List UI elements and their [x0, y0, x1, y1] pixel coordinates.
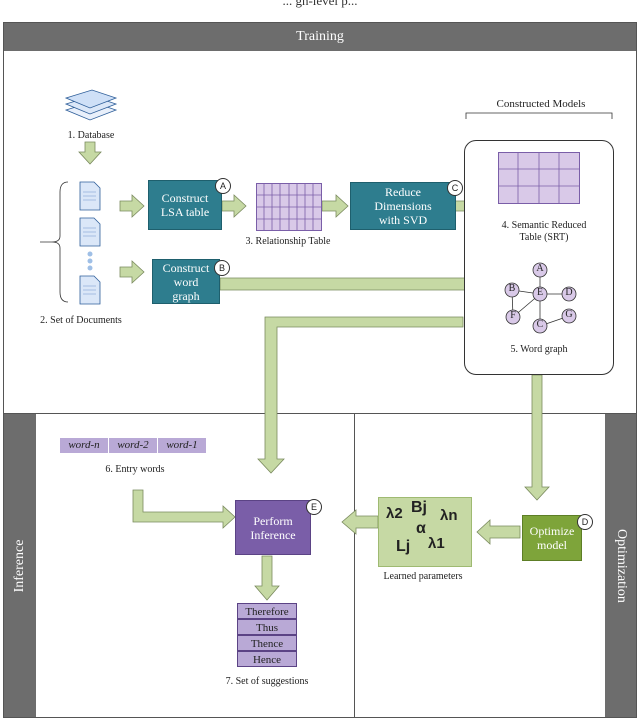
constructed-models-label: Constructed Models [496, 98, 586, 110]
document-icons [79, 181, 101, 305]
database-icon [64, 89, 118, 121]
arrow-models-optimize [524, 374, 550, 501]
badge-a: A [215, 178, 231, 194]
word-graph-label: 5. Word graph [510, 344, 568, 355]
param-lambda1: λ1 [428, 535, 445, 552]
param-lambda2: λ2 [386, 505, 403, 522]
entry-word-2: word-2 [109, 438, 157, 453]
graph-node-b: B [508, 283, 516, 294]
arrow-docs-graph [119, 260, 145, 284]
arrow-lsa-rt [221, 194, 247, 218]
suggestion-thus: Thus [237, 619, 297, 635]
param-lj: Lj [396, 538, 411, 555]
arrow-rt-svd [321, 194, 349, 218]
arrow-entry-inference [132, 489, 236, 529]
perform-inference-box: Perform Inference [235, 500, 311, 555]
inference-header: Inference [4, 414, 36, 717]
param-alpha: α [416, 520, 426, 537]
graph-node-c: C [536, 319, 544, 330]
entry-word-n: word-n [60, 438, 108, 453]
srt-label: 4. Semantic Reduced Table (SRT) [501, 220, 587, 243]
entry-word-1: word-1 [158, 438, 206, 453]
graph-node-a: A [536, 263, 544, 274]
arrow-docs-lsa [119, 194, 145, 218]
badge-b: B [214, 260, 230, 276]
arrow-params-inference [341, 509, 379, 535]
optimize-model-box: Optimize model [522, 515, 582, 561]
arrow-opt-params [476, 519, 521, 545]
graph-node-e: E [536, 287, 544, 298]
badge-e: E [306, 499, 322, 515]
param-bj: Bj [411, 499, 427, 516]
suggestion-therefore: Therefore [237, 603, 297, 619]
graph-node-g: G [565, 309, 573, 320]
construct-graph-box: Construct word graph [152, 259, 220, 304]
learned-parameters-label: Learned parameters [383, 571, 463, 582]
training-header: Training [4, 23, 636, 51]
param-lambdan: λn [440, 507, 458, 524]
badge-c: C [447, 180, 463, 196]
construct-lsa-box: Construct LSA table [148, 180, 222, 230]
relationship-table [256, 183, 322, 231]
suggestion-thence: Thence [237, 635, 297, 651]
badge-d: D [577, 514, 593, 530]
arrow-graph-models [219, 270, 482, 298]
graph-node-f: F [510, 310, 516, 321]
inference-panel [3, 413, 355, 718]
word-graph [504, 262, 577, 334]
arrow-models-inference [257, 316, 464, 474]
optimization-header: Optimization [605, 414, 636, 717]
learned-parameters-box [378, 497, 472, 567]
constructed-models-bracket [465, 112, 613, 119]
database-label: 1. Database [67, 130, 115, 141]
reduce-svd-box: Reduce Dimensions with SVD [350, 182, 456, 230]
entry-words-label: 6. Entry words [105, 464, 165, 475]
documents-bracket [40, 181, 69, 303]
caption-fragment: ... gh-level p... [282, 0, 358, 8]
arrow-inf-sugg [254, 555, 280, 601]
documents-label: 2. Set of Documents [40, 315, 122, 326]
suggestions-label: 7. Set of suggestions [225, 676, 309, 687]
relationship-table-label: 3. Relationship Table [245, 236, 331, 247]
graph-node-d: D [565, 287, 573, 298]
suggestion-hence: Hence [237, 651, 297, 667]
arrow-db-down [78, 141, 102, 165]
srt-table [498, 152, 580, 204]
